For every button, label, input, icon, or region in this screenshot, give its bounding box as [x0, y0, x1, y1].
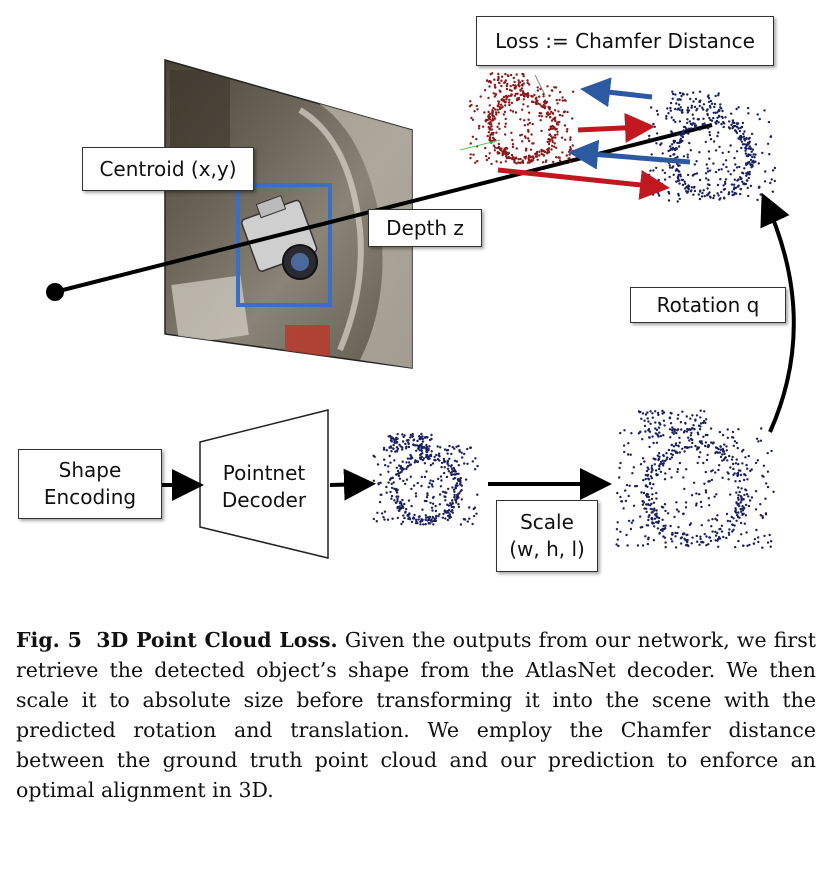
depth-label-box: Depth z — [368, 209, 482, 247]
decoder-line2: Decoder — [221, 488, 307, 512]
scaled-point-cloud — [615, 409, 775, 549]
figure-caption: Fig. 5 3D Point Cloud Loss. Given the ou… — [16, 626, 816, 806]
arrow-decoder-to-cloud — [329, 468, 376, 501]
scale-box: Scale (w, h, l) — [496, 500, 598, 572]
decoded-point-cloud — [372, 432, 479, 526]
centroid-label-box: Centroid (x,y) — [82, 147, 254, 191]
ground-truth-point-cloud — [468, 72, 575, 166]
shape-encoding-line2: Encoding — [43, 485, 137, 509]
scale-line1: Scale — [520, 510, 574, 534]
decoder-line1: Pointnet — [222, 461, 306, 485]
rotation-label: Rotation q — [656, 292, 760, 317]
chamfer-arrow-red-top — [577, 112, 655, 143]
shape-encoding-line1: Shape — [58, 458, 122, 482]
chamfer-arrow-red-bottom — [497, 167, 670, 200]
figure-label: Fig. 5 — [16, 628, 82, 652]
depth-label: Depth z — [386, 215, 464, 240]
figure-title: 3D Point Cloud Loss. — [96, 628, 338, 652]
diagram-canvas — [46, 59, 796, 559]
caption-text: Given the outputs from our network, we f… — [16, 628, 816, 802]
chamfer-arrow-blue-mid — [568, 139, 691, 170]
predicted-point-cloud-in-scene — [648, 90, 777, 203]
scene-image — [164, 59, 413, 369]
rotation-label-box: Rotation q — [630, 287, 786, 323]
centroid-label: Centroid (x,y) — [99, 156, 237, 181]
loss-label-box: Loss := Chamfer Distance — [476, 16, 774, 66]
chamfer-arrow-blue-top — [580, 77, 653, 108]
scale-line2: (w, h, l) — [509, 537, 585, 561]
shape-encoding-box: Shape Encoding — [18, 449, 162, 519]
decoder-label: Pointnet Decoder — [205, 452, 323, 522]
camera-origin-dot — [46, 283, 64, 301]
rotation-arrow — [760, 192, 796, 433]
loss-label: Loss := Chamfer Distance — [495, 28, 755, 53]
